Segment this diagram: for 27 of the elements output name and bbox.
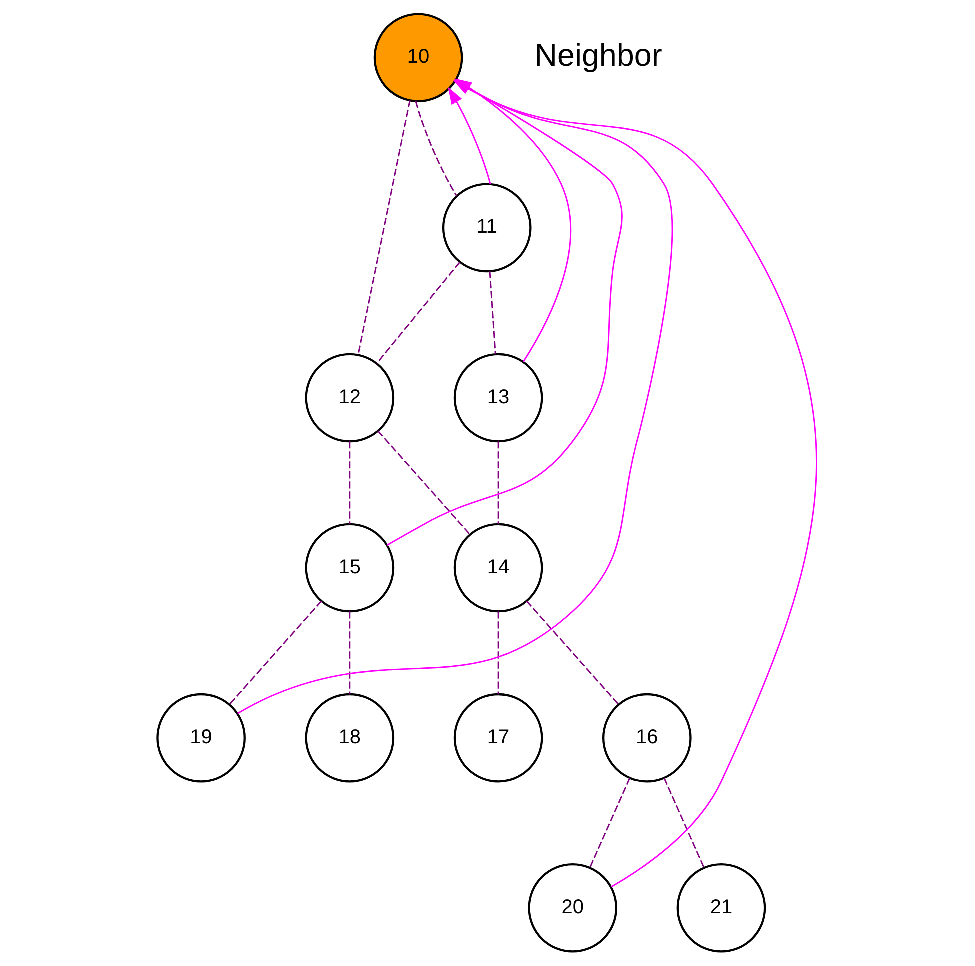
node-circle: 10: [374, 13, 464, 103]
node-circle: 15: [305, 523, 395, 613]
node-circle: 21: [676, 863, 766, 953]
legend-label: Neighbor: [534, 38, 662, 73]
node-circle: 14: [454, 523, 544, 613]
connector: [498, 442, 500, 524]
node-circle: 11: [442, 183, 532, 273]
connector: [349, 442, 351, 524]
connector: [415, 101, 458, 196]
node-circle: 20: [528, 863, 618, 953]
connector: [229, 600, 322, 705]
node-circle: 19: [156, 693, 246, 783]
node-circle: 16: [602, 693, 692, 783]
connector: [664, 778, 705, 868]
arrow: [448, 87, 492, 184]
connector: [526, 600, 619, 705]
connector: [358, 100, 411, 355]
connector: [489, 271, 496, 354]
connector: [349, 612, 351, 694]
connector: [378, 430, 470, 535]
connector: [590, 778, 631, 868]
node-circle: 12: [305, 353, 395, 443]
connector: [498, 612, 500, 694]
connector: [376, 262, 461, 364]
node-circle: 13: [454, 353, 544, 443]
node-circle: 17: [454, 693, 544, 783]
node-circle: 18: [305, 693, 395, 783]
